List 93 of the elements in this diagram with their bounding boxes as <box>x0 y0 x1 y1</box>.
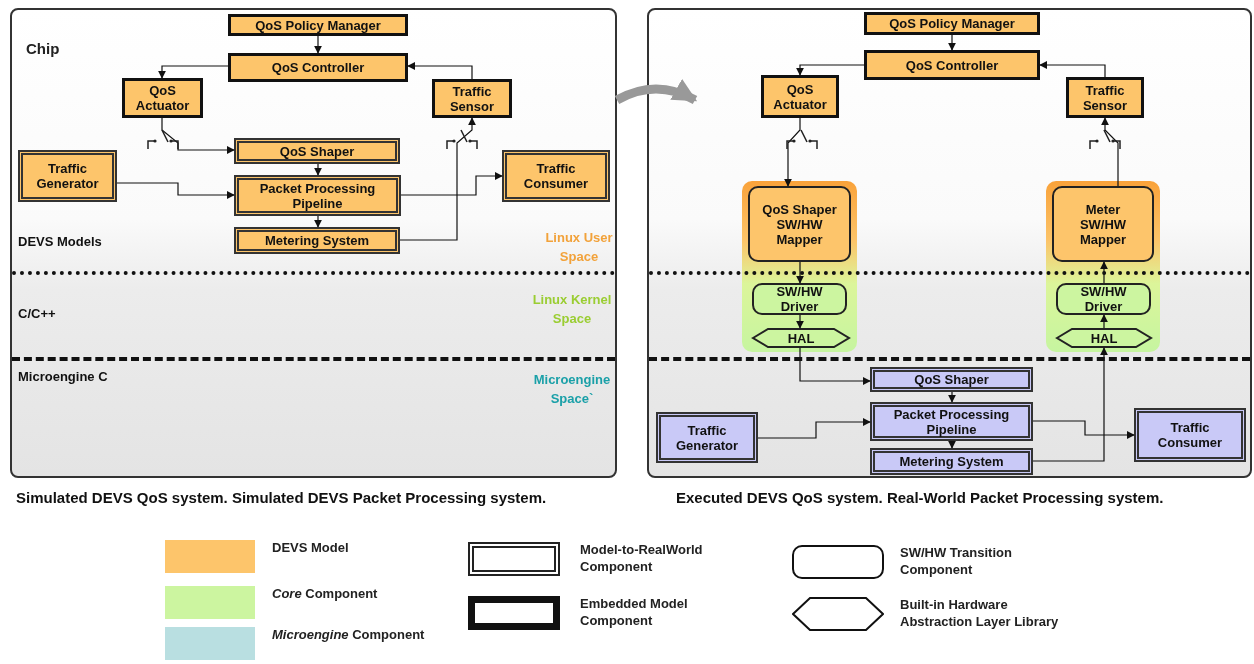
model-box <box>864 12 1040 35</box>
rounded-box <box>1052 186 1154 262</box>
model-box <box>761 75 839 118</box>
model-box <box>122 78 203 118</box>
component-box <box>234 138 400 164</box>
node-label: HAL <box>787 330 815 346</box>
arrow <box>399 117 476 241</box>
component-box <box>234 227 400 254</box>
arrow <box>314 163 322 176</box>
arrow <box>757 418 871 439</box>
arrow <box>314 215 322 228</box>
arrow <box>948 34 956 51</box>
node-label: QoS Shaper <box>914 372 989 387</box>
arrow <box>1032 347 1108 462</box>
arrow <box>314 35 322 54</box>
layer-label: Microengine Space` <box>532 371 612 408</box>
caption: Executed DEVS QoS system. Real-World Packet Processing system. <box>676 488 1165 507</box>
component-box <box>234 175 401 216</box>
arrow <box>796 261 804 284</box>
model-box <box>432 79 512 118</box>
node-label: Traffic Sensor <box>448 83 496 114</box>
arrow <box>784 117 801 187</box>
node-label: Packet Processing Pipeline <box>258 180 377 211</box>
panel <box>10 8 617 478</box>
layer-band <box>1046 181 1160 352</box>
node-label: SW/HW Driver <box>1079 284 1128 314</box>
arrow <box>948 391 956 403</box>
layer-label: Linux User Space <box>544 229 614 266</box>
legend-label: Model-to-RealWorld Component <box>580 541 704 575</box>
legend-label: Embedded Model Component <box>580 595 689 629</box>
layer-label: Linux Kernel Space <box>531 291 613 328</box>
layer-label: Microengine C <box>18 368 109 386</box>
arrow <box>1032 420 1135 439</box>
node-label: Metering System <box>264 233 369 248</box>
node-label: HAL <box>1090 330 1118 346</box>
component-box <box>870 448 1033 475</box>
arrow <box>1039 61 1106 78</box>
legend-label: Core Component <box>272 585 379 602</box>
node-label: Meter SW/HW Mapper <box>1078 201 1128 247</box>
node-label: Traffic Consumer <box>522 161 590 191</box>
node-label: QoS Policy Manager <box>889 16 1015 31</box>
arrow <box>796 64 865 76</box>
component-box <box>656 412 758 463</box>
node-label: Packet Processing Pipeline <box>892 406 1011 437</box>
legend-label: SW/HW Transition Component <box>900 544 1013 578</box>
node-label: Metering System <box>899 454 1004 469</box>
node-label: Traffic Sensor <box>1081 82 1129 113</box>
node-label: QoS Actuator <box>134 83 191 113</box>
curved-arrow <box>614 79 698 104</box>
rounded-box <box>748 186 851 262</box>
component-box <box>18 150 117 202</box>
caption: Simulated DEVS QoS system. Simulated DEVS Packet Processing system. <box>16 488 548 507</box>
arrow <box>1100 261 1108 284</box>
node-label: QoS Shaper <box>279 143 355 159</box>
component-box <box>870 367 1033 392</box>
node-label: QoS Shaper SW/HW Mapper <box>762 201 837 247</box>
arrow <box>116 182 235 199</box>
arrow <box>796 314 804 329</box>
hexagon-shape <box>752 328 850 348</box>
model-box <box>864 50 1040 80</box>
legend-label: Built-in Hardware Abstraction Layer Library <box>900 596 1060 630</box>
arrow <box>400 172 503 196</box>
arrow <box>948 440 956 449</box>
arrow <box>1101 117 1119 187</box>
component-box <box>870 402 1033 441</box>
component-box <box>502 150 610 202</box>
rounded-box <box>752 283 847 315</box>
node-label: QoS Controller <box>271 60 365 75</box>
node-label: SW/HW Driver <box>775 284 824 314</box>
node-label: QoS Controller <box>905 57 999 73</box>
layer-label: DEVS Models <box>18 233 103 251</box>
arrow <box>158 65 229 79</box>
arrow <box>407 62 473 80</box>
node-label: QoS Actuator <box>772 81 828 112</box>
legend-label: DEVS Model <box>272 539 350 556</box>
arrow <box>161 117 235 154</box>
component-box <box>1134 408 1246 462</box>
layer-band <box>742 181 857 352</box>
hexagon-shape <box>1056 328 1152 348</box>
node-label: Traffic Generator <box>35 161 100 191</box>
rounded-box <box>1056 283 1151 315</box>
node-label: QoS Policy Manager <box>255 17 381 33</box>
model-box <box>228 53 408 82</box>
layer-label: C/C++ <box>18 305 57 323</box>
legend-label: Microengine Component <box>272 626 426 643</box>
model-box <box>228 14 408 36</box>
arrow <box>799 347 871 385</box>
panel-title: Chip <box>26 40 60 57</box>
node-label: Traffic Consumer <box>1156 420 1224 450</box>
arrow <box>1100 314 1108 329</box>
panel <box>647 8 1252 478</box>
model-box <box>1066 77 1144 118</box>
node-label: Traffic Generator <box>674 422 740 453</box>
